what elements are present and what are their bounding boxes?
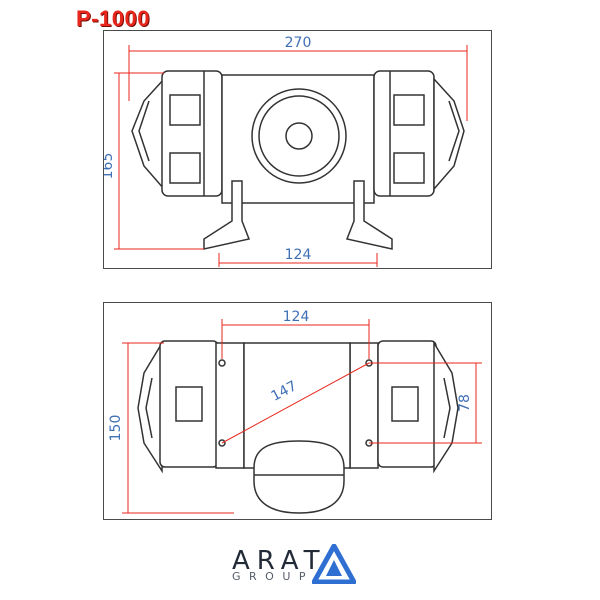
right-window-bottom (393, 152, 425, 184)
logo-wordmark: ARAT (232, 546, 327, 576)
front-view-panel: 270 165 124 (100, 30, 492, 269)
height-dim-label: 165 (104, 153, 116, 180)
width-dim-label: 270 (285, 35, 312, 51)
right-mount-plate (349, 342, 379, 469)
product-title: P-1000 (76, 6, 150, 31)
mount-hole (218, 359, 226, 367)
left-foot (203, 180, 251, 250)
speaker-dome (253, 440, 345, 514)
front-view-drawing: 270 165 124 (100, 35, 468, 267)
left-window-top (169, 94, 201, 126)
right-window-top (393, 94, 425, 126)
base-view-panel: 124 147 150 78 (103, 302, 492, 520)
logo-subtitle: GROUP (232, 570, 315, 583)
right-foot (345, 180, 393, 250)
right-horn-cone-bottom (433, 340, 459, 474)
left-horn-cone-bottom (137, 340, 163, 474)
left-horn-cone (131, 77, 165, 192)
speaker-cap (285, 122, 313, 150)
holes-dim-label: 78 (457, 394, 473, 412)
right-horn-cone (433, 77, 465, 192)
right-window-bottom-view (391, 386, 419, 422)
base-dim-label-bottom: 124 (283, 309, 310, 325)
diagonal-dim-line (221, 362, 370, 444)
height-dim-label-bottom: 150 (108, 415, 124, 442)
left-window-bottom (169, 152, 201, 184)
base-view-drawing: 124 147 150 78 (108, 309, 482, 514)
left-window-bottom-view (175, 386, 203, 422)
logo-triangle-icon (312, 544, 356, 584)
base-dim-label: 124 (285, 247, 312, 263)
